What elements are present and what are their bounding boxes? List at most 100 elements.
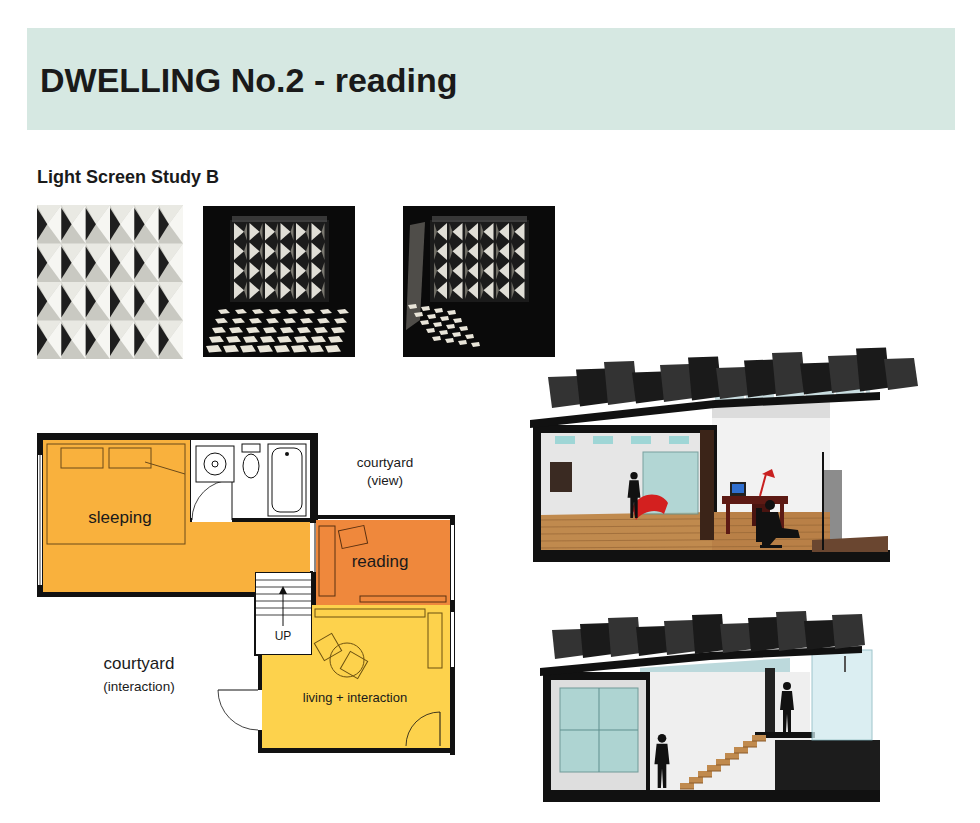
shade-facet: [260, 282, 263, 300]
light-patch: [223, 345, 239, 352]
lit-facet: [234, 243, 244, 261]
wall: [315, 515, 455, 519]
back-wall: [551, 680, 646, 790]
light-patch: [232, 318, 245, 324]
fold-facet: [72, 205, 86, 244]
room-label: sleeping: [88, 508, 151, 528]
glass-wall: [560, 688, 638, 772]
shade-facet: [450, 262, 453, 280]
lit-facet: [468, 223, 478, 241]
screen-glow: [232, 216, 327, 222]
label-holder: (interaction): [103, 678, 174, 696]
wall-art: [550, 462, 572, 492]
fold-shadow: [86, 247, 96, 280]
person-silhouette: [762, 512, 800, 545]
shade-facet: [260, 243, 263, 261]
shade-facet: [244, 282, 247, 300]
fold-shadow: [86, 208, 96, 241]
lit-facet: [296, 223, 306, 241]
label-holder: courtyard (view): [348, 454, 422, 489]
shade-facet: [275, 243, 278, 261]
door-swing: [218, 690, 258, 730]
fold-facet: [47, 321, 61, 360]
lit-facet: [437, 262, 447, 280]
light-patch: [447, 310, 456, 315]
fold-shadow: [159, 208, 169, 241]
lamp-head: [762, 469, 775, 478]
roof-panel: [748, 617, 781, 652]
door-swing: [406, 712, 440, 746]
armchair: [340, 651, 367, 678]
fold-facet: [72, 321, 86, 360]
wood-floor: [541, 512, 712, 550]
fold-facet: [145, 321, 159, 360]
mullion: [560, 730, 638, 731]
light-patch: [311, 336, 326, 343]
shade-facet: [481, 262, 484, 280]
skylight: [669, 436, 689, 444]
lit-facet: [234, 262, 244, 280]
fold-facet: [145, 282, 159, 321]
screen-frame: [430, 220, 529, 302]
shade-facet: [465, 223, 468, 241]
roof-panel: [716, 367, 750, 399]
bathtub: [268, 444, 306, 516]
courtyard-label: courtyard (view): [348, 454, 422, 489]
person-silhouette: [654, 744, 669, 788]
shade-facet: [450, 282, 453, 300]
roof-panel: [692, 614, 725, 654]
shade-facet: [434, 282, 437, 300]
stair-tread: [256, 580, 311, 581]
light-patch: [277, 336, 292, 343]
light-patch: [257, 345, 273, 352]
stair-step: [743, 741, 757, 747]
lit-facet: [515, 223, 525, 241]
light-patch: [283, 318, 296, 324]
shower-head: [844, 656, 846, 672]
wall: [258, 655, 262, 690]
light-study-photo: [203, 206, 355, 357]
roof-panel: [636, 626, 669, 656]
stair-step: [698, 771, 712, 777]
shade-facet: [291, 223, 294, 241]
fold-shadow: [110, 285, 120, 318]
lit-facet: [281, 243, 291, 261]
shade-facet: [434, 262, 437, 280]
lit-facet: [312, 282, 322, 300]
fold-facet: [120, 282, 134, 321]
shade-facet: [496, 243, 499, 261]
light-patch: [414, 312, 423, 317]
skylight: [593, 436, 613, 444]
shade-facet: [481, 282, 484, 300]
title-band: [27, 28, 955, 130]
shade-facet: [434, 223, 437, 241]
roof-panel: [856, 348, 890, 392]
study-heading: Light Screen Study B: [37, 166, 219, 189]
shade-facet: [275, 282, 278, 300]
shade-facet: [322, 223, 325, 241]
counter: [360, 596, 446, 602]
monitor: [730, 482, 746, 496]
title-holder: DWELLING No.2 - reading: [40, 60, 457, 101]
plinth: [775, 740, 880, 790]
shade-facet: [465, 243, 468, 261]
fold-shadow: [110, 208, 120, 241]
light-patch: [294, 336, 309, 343]
shade-facet: [291, 262, 294, 280]
shade-facet: [450, 223, 453, 241]
light-patch: [308, 345, 324, 352]
room-living: living + interaction: [262, 605, 450, 748]
shade-facet: [322, 282, 325, 300]
shade-facet: [481, 243, 484, 261]
roof-panel: [632, 372, 666, 404]
glass-edge: [822, 452, 824, 550]
shade-facet: [434, 243, 437, 261]
stair-step: [716, 759, 730, 765]
light-patch: [445, 338, 454, 343]
stair-nosing: [707, 771, 721, 772]
lit-facet: [515, 243, 525, 261]
shade-facet: [512, 282, 515, 300]
fold-facet: [169, 205, 183, 244]
shade-facet: [465, 262, 468, 280]
light-patch: [215, 318, 228, 324]
